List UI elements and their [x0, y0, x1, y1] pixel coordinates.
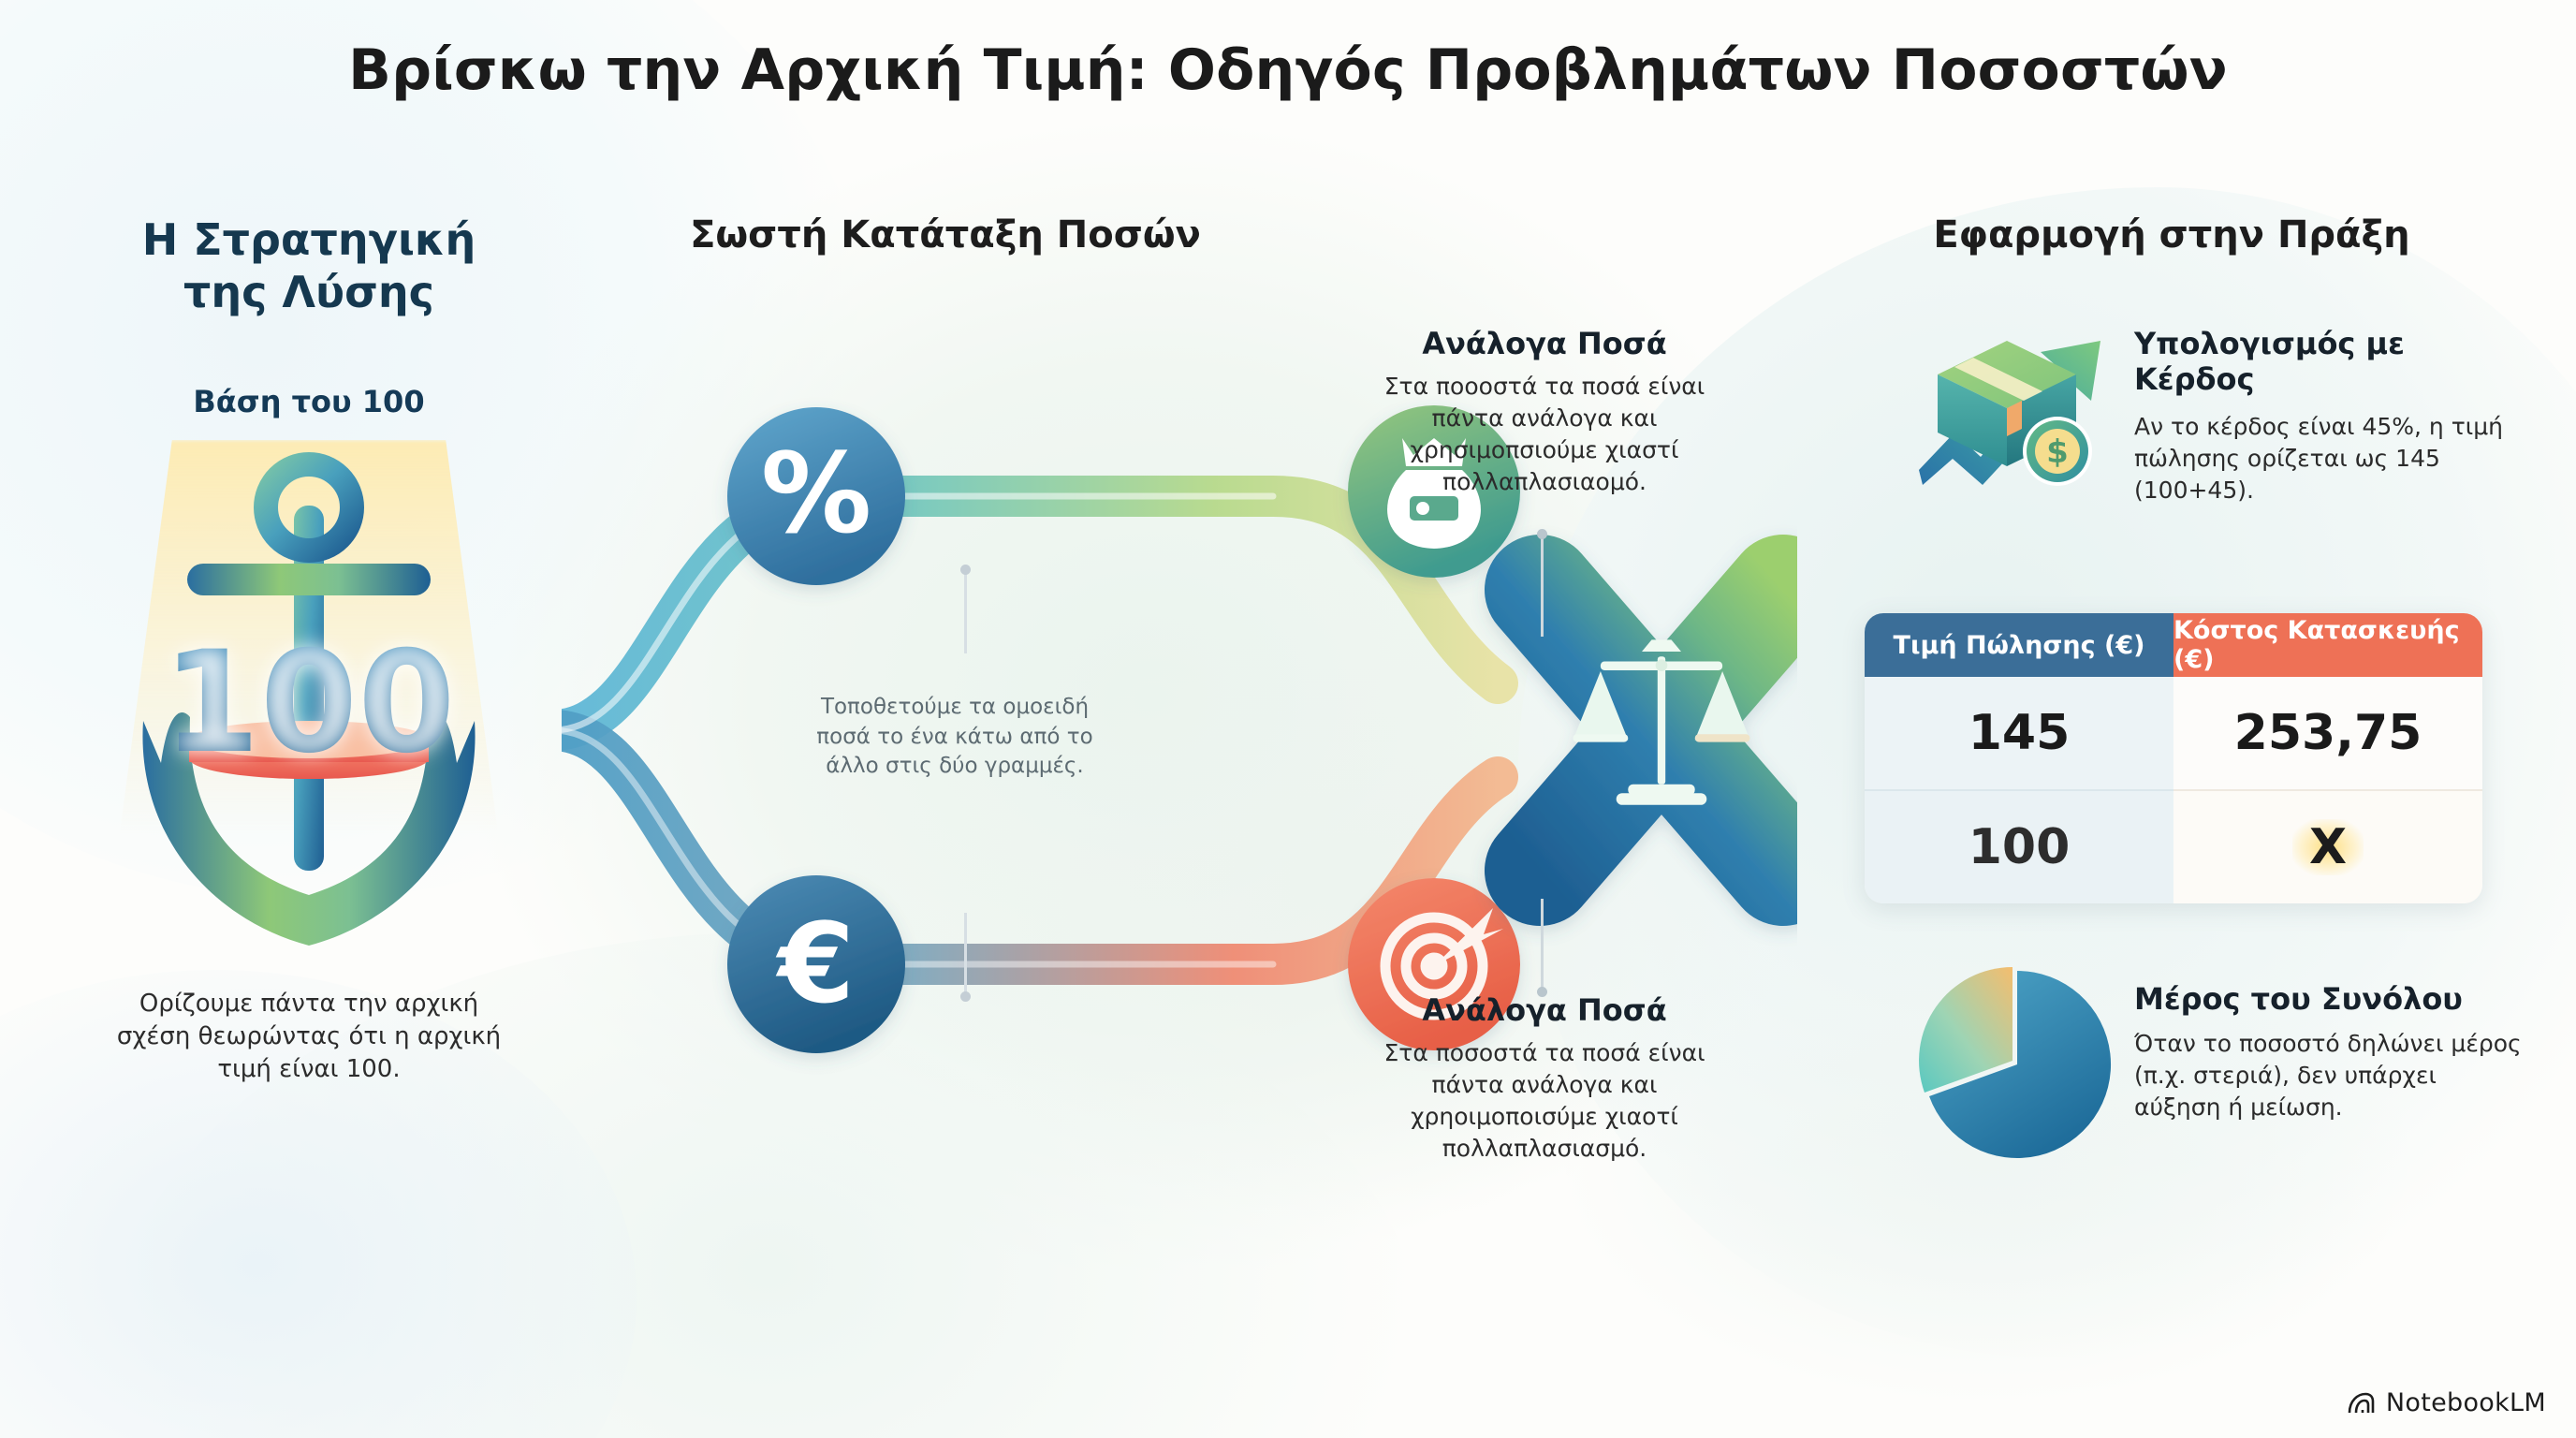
- table-cell-selling-100: 100: [1865, 789, 2174, 903]
- anchor-icon: [142, 452, 476, 946]
- table-cell-selling-145: 145: [1865, 677, 2174, 789]
- table-cell-cost-25375: 253,75: [2174, 677, 2482, 789]
- svg-text:$: $: [2046, 433, 2069, 471]
- right-column-heading: Εφαρμογή στην Πράξη: [1933, 213, 2410, 257]
- middle-column-note: Τοποθετούμε τα ομοειδή ποσά το ένα κάτω …: [816, 695, 1093, 779]
- table-header-selling-price: Τιμή Πώλησης (€): [1865, 613, 2174, 677]
- euro-icon: €: [775, 899, 855, 1028]
- pie-chart-icon: [1919, 967, 2112, 1158]
- analogy-block-bottom: Ανάλογα Ποσά Στα ποσοστά τα ποσά είναι π…: [1348, 992, 1741, 1165]
- pie-slice-whole: [1929, 971, 2112, 1158]
- analogy-bottom-connector: [1537, 899, 1547, 997]
- growth-box-dollar-icon: $: [1919, 341, 2100, 486]
- left-column-heading: Η Στρατηγική της Λύσης: [141, 214, 476, 318]
- percent-icon: %: [761, 429, 871, 558]
- pie-slice-part: [1919, 967, 2012, 1093]
- right-block-part-of-whole: Μέρος του Συνόλου Όταν το ποσοστό δηλώνε…: [2134, 981, 2527, 1123]
- analogy-top-connector: [1537, 529, 1547, 637]
- flow-node-percent: %: [727, 407, 905, 585]
- watermark: NotebookLM: [2347, 1388, 2546, 1417]
- flow-node-money-bag: [1348, 405, 1520, 578]
- left-column-subheading: Βάση του 100: [193, 384, 425, 419]
- analogy-block-bottom-text: Στα ποσοστά τα ποσά είναι πάντα ανάλογα …: [1383, 1039, 1705, 1162]
- right-block-profit-text: Αν το κέρδος είναι 45%, η τιμή πώλησης ο…: [2134, 412, 2503, 504]
- middle-note-connector-top: [960, 565, 971, 653]
- analogy-block-top-text: Στα ποοοστά τα ποσά είναι πάντα ανάλογα …: [1383, 373, 1705, 495]
- unknown-value-highlight: X: [2291, 819, 2364, 875]
- table-header-cost: Κόστος Κατασκευής (€): [2174, 613, 2482, 677]
- notebooklm-logo-icon: [2348, 1392, 2375, 1413]
- watermark-label: NotebookLM: [2385, 1388, 2546, 1417]
- left-column-caption: Ορίζουμε πάντα την αρχική σχέση θεωρώντα…: [116, 990, 502, 1084]
- analogy-block-top-title: Ανάλογα Ποσά: [1422, 326, 1667, 361]
- flow-node-euro: €: [727, 875, 905, 1053]
- middle-note-connector-bottom: [960, 913, 971, 1002]
- balance-scales-icon: [1573, 639, 1750, 805]
- right-block-profit-title: Υπολογισμός με Κέρδος: [2134, 326, 2405, 398]
- analogy-block-bottom-title: Ανάλογα Ποσά: [1422, 992, 1667, 1028]
- middle-column-heading: Σωστή Κατάταξη Ποσών: [690, 213, 1201, 257]
- comparison-table: Τιμή Πώλησης (€) 145 100 Κόστος Κατασκευ…: [1865, 613, 2482, 903]
- anchor-value: 100: [98, 633, 520, 773]
- money-bag-icon: [1387, 438, 1481, 549]
- right-block-profit: Υπολογισμός με Κέρδος Αν το κέρδος είναι…: [2134, 326, 2527, 506]
- flow-diagram: % €: [562, 405, 1797, 1053]
- target-icon: [1380, 912, 1488, 1020]
- table-cell-cost-unknown: X: [2174, 789, 2482, 903]
- analogy-block-top: Ανάλογα Ποσά Στα ποοοστά τα ποσά είναι π…: [1348, 326, 1741, 498]
- cross-multiply-x-icon: [1485, 535, 1797, 926]
- table-column-selling-price: Τιμή Πώλησης (€) 145 100: [1865, 613, 2174, 903]
- table-column-cost: Κόστος Κατασκευής (€) 253,75 X: [2174, 613, 2482, 903]
- right-block-part-title: Μέρος του Συνόλου: [2134, 981, 2463, 1017]
- page-title: Βρίσκω την Αρχική Τιμή: Οδηγός Προβλημάτ…: [348, 37, 2228, 103]
- flow-node-target: [1348, 878, 1520, 1050]
- anchor-graphic: 100: [98, 440, 520, 964]
- right-block-part-text: Όταν το ποσοστό δηλώνει μέρος (π.χ. στερ…: [2134, 1030, 2522, 1121]
- target-arrow-icon: [1434, 908, 1503, 966]
